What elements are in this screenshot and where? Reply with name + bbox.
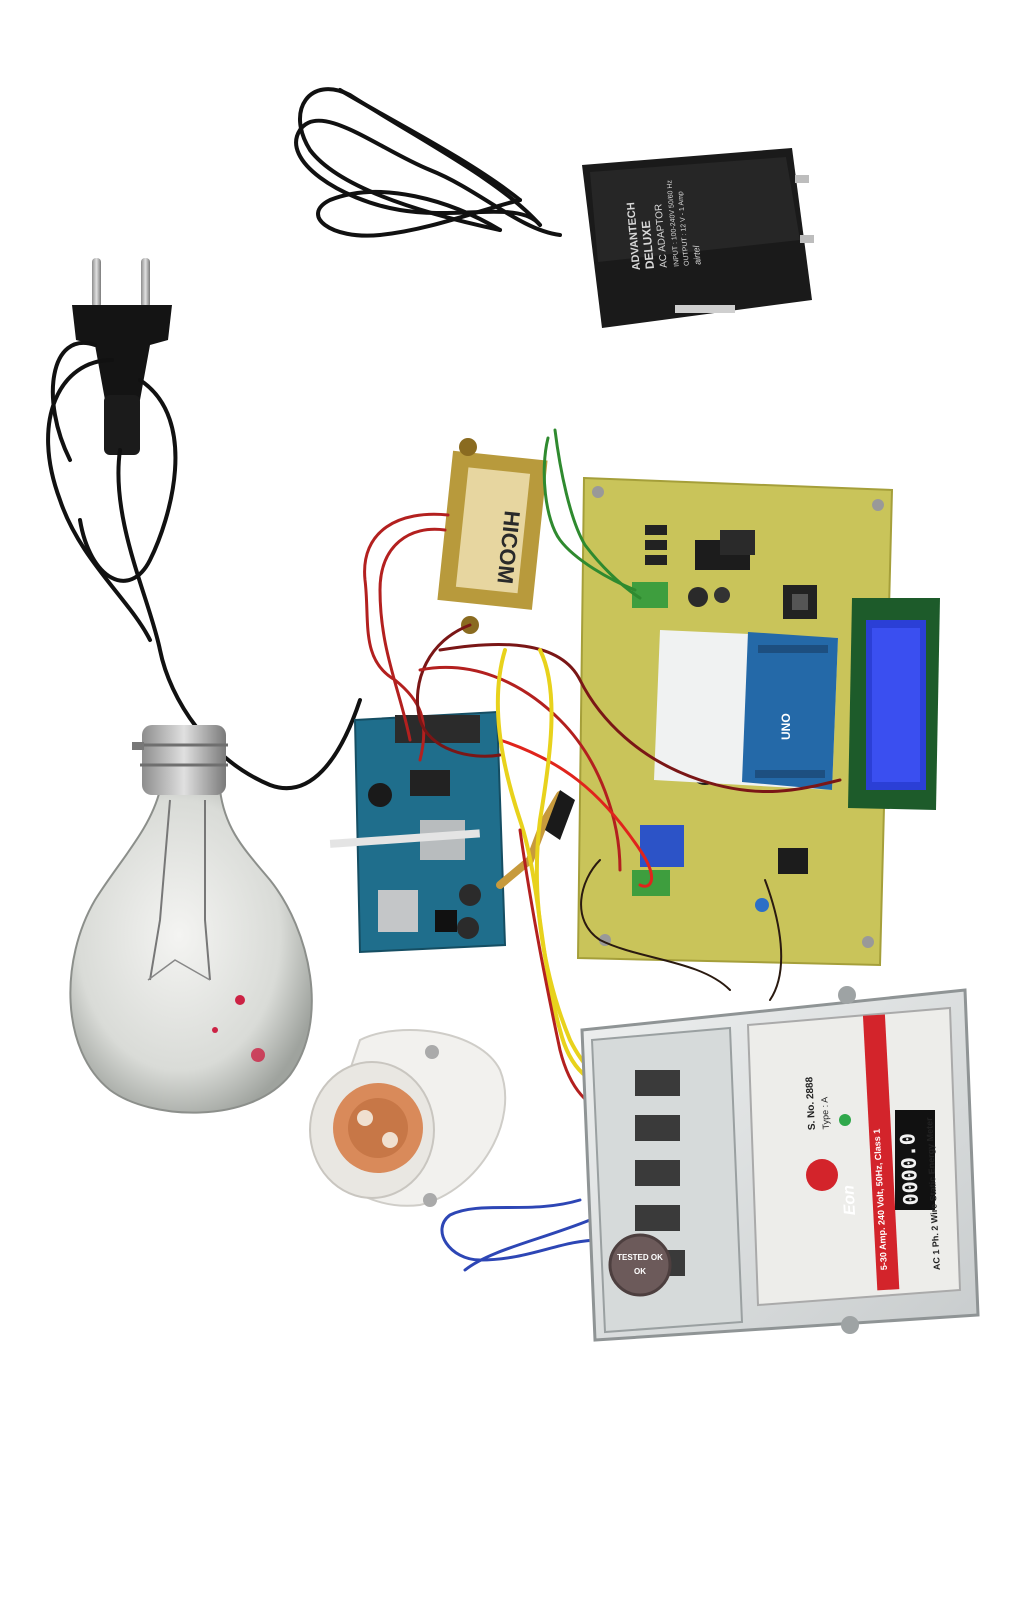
meter-terminal xyxy=(635,1070,680,1096)
sim-slot xyxy=(378,890,418,932)
adaptor-vendor: airtel xyxy=(691,244,703,265)
mains-cable xyxy=(46,341,362,791)
sticker-text-2: OK xyxy=(634,1267,646,1276)
meter-reading: 0000.0 xyxy=(895,1133,923,1206)
adaptor-brand: ADVANTECH xyxy=(625,202,643,271)
incandescent-bulb xyxy=(69,725,313,1114)
meter-counter xyxy=(895,1110,935,1210)
ac-adaptor: ADVANTECH DELUXE AC ADAPTOR INPUT : 100-… xyxy=(582,148,814,328)
meter-terminal xyxy=(635,1115,680,1141)
arduino-label: UNO xyxy=(779,713,793,740)
meter-serial: S. No. 2888 xyxy=(804,1076,818,1130)
sticker-text: TESTED OK xyxy=(617,1253,663,1262)
meter-brand: Eon xyxy=(840,1184,859,1215)
gsm-buzzer xyxy=(368,783,392,807)
lcd-display xyxy=(848,598,940,810)
bulb-holder xyxy=(309,1029,507,1207)
transformer: HICOM xyxy=(437,438,548,634)
ic-chip xyxy=(778,848,808,874)
mains-plug xyxy=(72,258,172,455)
wiring xyxy=(363,428,842,1272)
meter-type: Type : A xyxy=(819,1097,831,1130)
energy-meter: 0000.0 AC 1 Ph. 2 Wire Static Energy Met… xyxy=(580,986,980,1342)
arduino-uno: UNO xyxy=(654,630,838,790)
meter-terminal xyxy=(635,1205,680,1231)
tested-ok-sticker xyxy=(608,1233,672,1297)
gsm-module xyxy=(329,710,507,954)
adaptor-model: DELUXE xyxy=(639,220,657,270)
adapter-cable xyxy=(294,87,562,238)
meter-brand-logo xyxy=(806,1159,838,1191)
meter-terminal xyxy=(635,1160,680,1186)
